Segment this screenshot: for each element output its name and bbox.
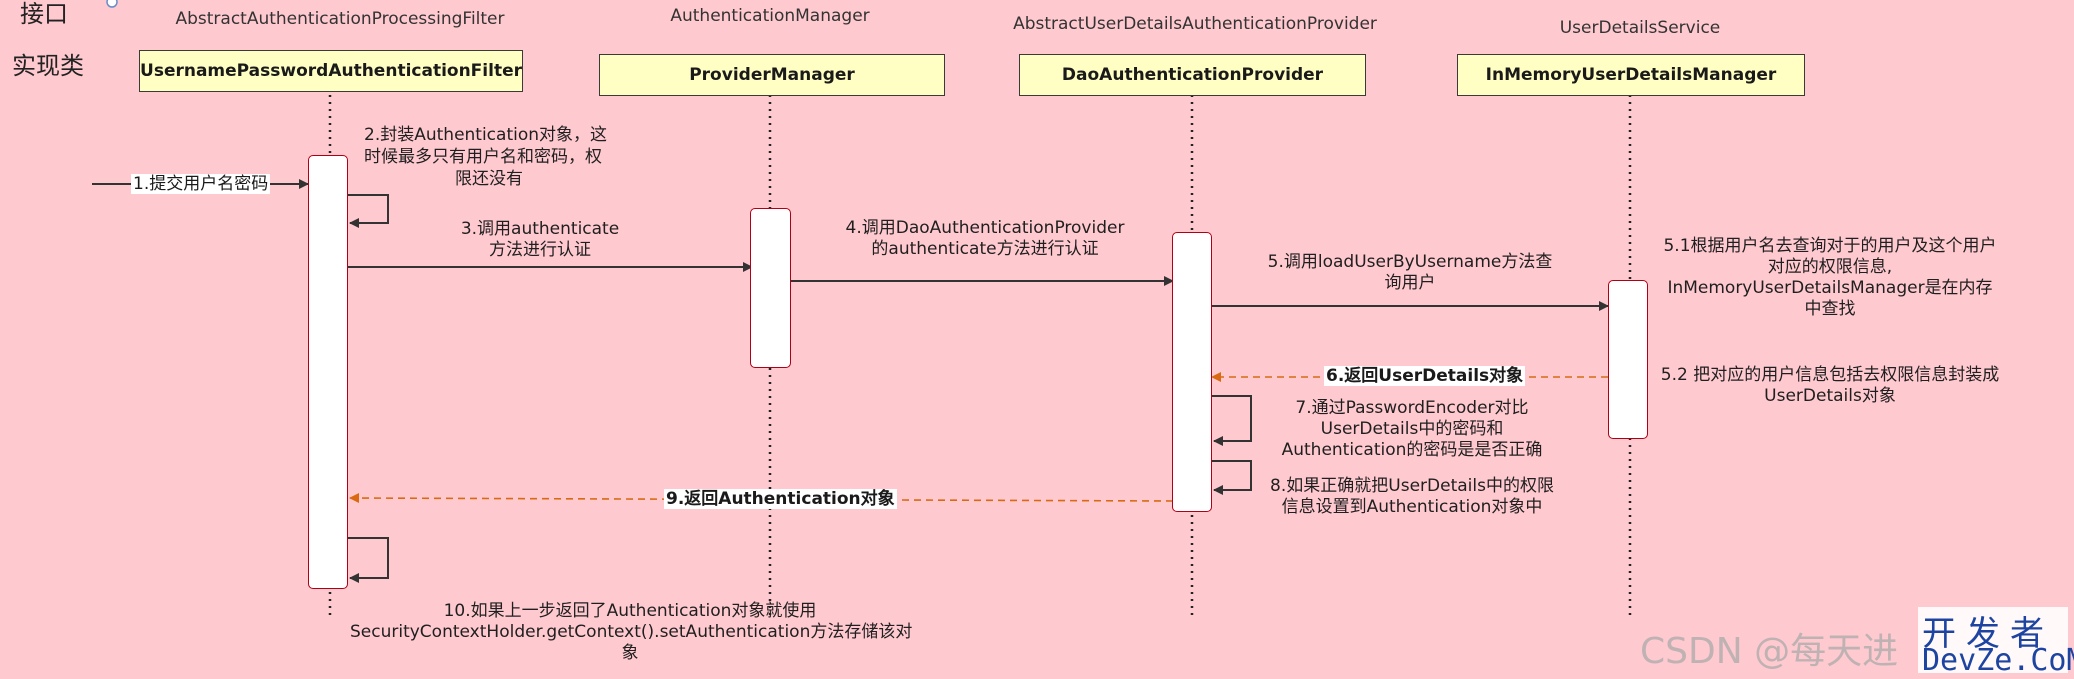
participant-box-userdetails-manager: InMemoryUserDetailsManager [1457,54,1805,96]
message-line: 时候最多只有用户名和密码，权 [364,147,602,167]
message-6-return-userdetails: 6.返回UserDetails对象 [1324,366,1526,386]
participant-label: ProviderManager [689,65,855,85]
interface-name-filter: AbstractAuthenticationProcessingFilter [175,9,505,29]
message-8-set-authorities: 8.如果正确就把UserDetails中的权限 信息设置到Authenticat… [1262,476,1562,518]
activation-filter [308,155,348,589]
message-4-dao-authenticate: 4.调用DaoAuthenticationProvider 的authentic… [820,218,1150,260]
message-line: 方法进行认证 [489,240,591,260]
connector-dot [106,0,118,8]
message-line: 7.通过PasswordEncoder对比 [1295,398,1529,418]
message-line: 对应的权限信息, [1767,257,1893,277]
interface-name-provider: AbstractUserDetailsAuthenticationProvide… [1013,14,1377,34]
watermark-site-badge [1918,607,2068,673]
message-line: 5.1根据用户名去查询对于的用户及这个用户 [1663,236,1997,256]
message-line: 中查找 [1804,299,1856,319]
message-9-return-authentication: 9.返回Authentication对象 [664,489,897,509]
message-line: 3.调用authenticate [460,219,620,239]
message-line: 信息设置到Authentication对象中 [1281,497,1543,517]
watermark-site-cn: 开发者 [1922,614,2054,654]
arrow-self-compare [1212,395,1252,446]
arrow-self-store-context [348,537,389,583]
message-5-2-wrap: 5.2 把对应的用户信息包括去权限信息封装成 UserDetails对象 [1645,365,2015,407]
activation-provider-manager [750,208,791,368]
watermark-csdn: CSDN @每天进 [1640,631,1899,672]
message-line: 8.如果正确就把UserDetails中的权限 [1270,476,1554,496]
message-line: UserDetails中的密码和 [1320,419,1504,439]
participant-box-filter: UsernamePasswordAuthenticationFilter [139,50,523,92]
participant-label: UsernamePasswordAuthenticationFilter [140,61,522,81]
interface-name-authentication-manager: AuthenticationManager [670,6,870,26]
message-2-wrap: 2.封装Authentication对象，这 时候最多只有用户名和密码，权 限还… [364,124,614,190]
row-label-interface: 接口 [20,0,68,28]
arrow-self-set-authorities [1212,460,1252,495]
participant-label: InMemoryUserDetailsManager [1485,65,1777,85]
message-5-1-query: 5.1根据用户名去查询对于的用户及这个用户 对应的权限信息, InMemoryU… [1640,236,2020,320]
message-line: 的authenticate方法进行认证 [871,239,1099,259]
message-line: UserDetails对象 [1764,386,1896,406]
message-line: Authentication的密码是是否正确 [1281,440,1543,460]
row-label-implementation: 实现类 [12,52,84,80]
message-line: 2.封装Authentication对象，这 [364,125,608,145]
message-line: 象 [621,643,639,663]
participant-label: DaoAuthenticationProvider [1061,65,1324,85]
message-3-authenticate: 3.调用authenticate 方法进行认证 [420,219,660,261]
activation-dao-provider [1172,232,1212,512]
message-line: 5.2 把对应的用户信息包括去权限信息封装成 [1660,365,2000,385]
message-line: InMemoryUserDetailsManager是在内存 [1667,278,1993,298]
message-line: 10.如果上一步返回了Authentication对象就使用 [443,601,817,621]
activation-userdetails-manager [1608,280,1648,439]
message-5-load-user: 5.调用loadUserByUsername方法查 询用户 [1260,252,1560,294]
participant-box-provider-manager: ProviderManager [599,54,945,96]
participant-box-dao-provider: DaoAuthenticationProvider [1019,54,1366,96]
message-7-compare: 7.通过PasswordEncoder对比 UserDetails中的密码和 A… [1262,398,1562,461]
message-line: 4.调用DaoAuthenticationProvider [845,218,1125,238]
message-10-store-context: 10.如果上一步返回了Authentication对象就使用 SecurityC… [350,601,913,664]
message-line: 5.调用loadUserByUsername方法查 [1267,252,1553,272]
message-1-submit: 1.提交用户名密码 [131,174,271,194]
interface-name-userdetails-service: UserDetailsService [1559,18,1721,38]
message-line: 限还没有 [455,169,523,189]
message-line: SecurityContextHolder.getContext().setAu… [350,622,913,642]
watermark-site-en: DevZe.CoM [1922,643,2074,678]
message-line: 询用户 [1384,273,1436,293]
arrow-self-wrap [348,194,389,228]
